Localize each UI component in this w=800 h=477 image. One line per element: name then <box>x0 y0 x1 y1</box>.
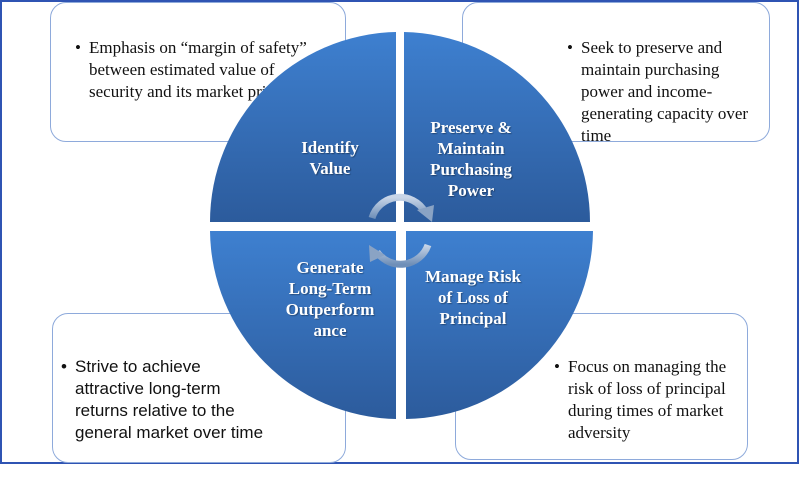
note-text: Focus on managing the risk of loss of pr… <box>554 356 737 444</box>
note-box-preserve-power: Seek to preserve and maintain purchasing… <box>462 2 770 145</box>
title-line: Long-Term <box>288 279 372 298</box>
quadrant-title-manage-risk: Manage Risk of Loss of Principal <box>425 267 521 328</box>
title-line: Outperform <box>285 300 375 319</box>
quadrant-outperformance[interactable] <box>210 231 396 419</box>
quadrant-title-preserve-power: Preserve & Maintain Purchasing Power <box>430 118 512 200</box>
quadrant-manage-risk[interactable] <box>406 231 593 419</box>
note-box-manage-risk: Focus on managing the risk of loss of pr… <box>455 313 748 460</box>
note-text: Seek to preserve and maintain purchasing… <box>567 37 759 147</box>
quadrant-title-identify-value: Identify Value <box>301 138 359 178</box>
cycle-arrow-top-icon <box>368 193 429 220</box>
cycle-arrow-bottom-icon <box>374 243 432 268</box>
note-text: Emphasis on “margin of safety” between e… <box>75 37 331 103</box>
quadrant-preserve-power[interactable] <box>404 32 591 222</box>
quadrant-identify-value[interactable] <box>210 32 396 222</box>
title-line: Generate <box>296 258 364 277</box>
note-text: Strive to achieve attractive long-term r… <box>61 356 265 444</box>
diagram-frame <box>0 0 799 464</box>
title-line: ance <box>313 321 347 340</box>
quadrant-title-outperformance: Generate Long-Term Outperform ance <box>275 257 385 341</box>
